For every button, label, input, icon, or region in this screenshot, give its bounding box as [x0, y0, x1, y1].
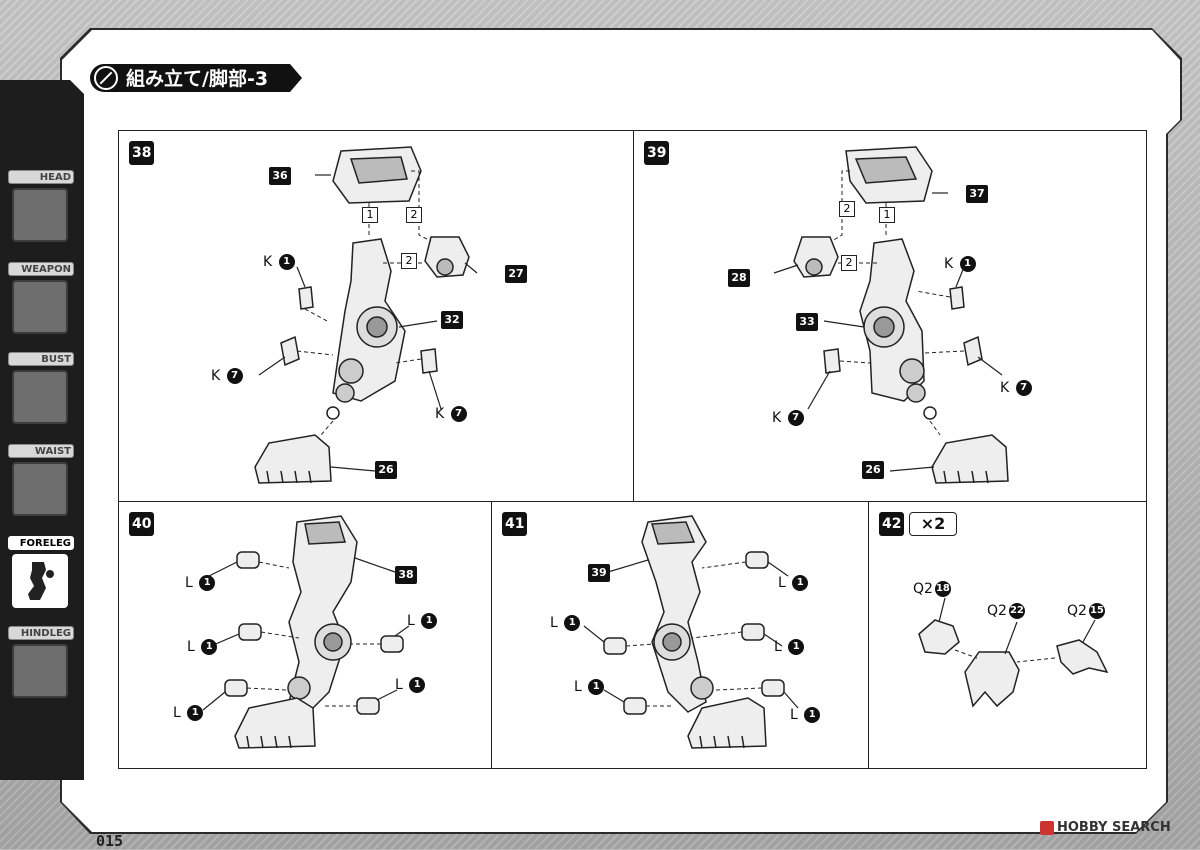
step-41-drawing: [583, 515, 799, 749]
runner-label: K 1: [263, 253, 295, 271]
tab-bust-label: BUST: [8, 352, 74, 366]
watermark-text: HOBBY SEARCH: [1057, 820, 1171, 835]
tab-head-label: HEAD: [8, 170, 74, 184]
part-number: 33: [796, 313, 818, 331]
part-number: 38: [395, 566, 417, 584]
head-icon: [12, 188, 68, 242]
runner-label: L 1: [187, 638, 218, 656]
tab-head[interactable]: HEAD: [8, 170, 76, 256]
step-39-drawing: [773, 146, 1009, 484]
runner-label: L 1: [185, 574, 216, 592]
step-40-drawing: [202, 515, 410, 749]
part-number: 26: [862, 461, 884, 479]
page-number: 015: [96, 832, 124, 850]
step-40-panel: 40: [118, 501, 492, 769]
part-number: 37: [966, 185, 988, 203]
tab-bust[interactable]: BUST: [8, 352, 76, 438]
runner-label: K 1: [944, 255, 976, 273]
part-number: 32: [441, 311, 463, 329]
step-number: 42: [879, 512, 905, 536]
runner-label: K 7: [211, 367, 243, 385]
tab-hindleg-label: HINDLEG: [8, 626, 74, 640]
runner-label: K 7: [1000, 379, 1032, 397]
step-number: 38: [129, 141, 155, 165]
runner-label: L 1: [778, 574, 809, 592]
runner-label: L 1: [790, 706, 821, 724]
part-number: 36: [269, 167, 291, 185]
order-marker: 1: [362, 207, 378, 223]
runner-label: L 1: [574, 678, 605, 696]
tab-waist[interactable]: WAIST: [8, 444, 76, 530]
foreleg-icon: [12, 554, 68, 608]
title-bar: [90, 64, 302, 92]
hindleg-icon: [12, 644, 68, 698]
runner-label: K 7: [772, 409, 804, 427]
bust-icon: [12, 370, 68, 424]
order-marker: 1: [879, 207, 895, 223]
page-title: 組み立て/脚部-3: [126, 68, 269, 90]
runner-label: L 1: [407, 612, 438, 630]
order-marker: 2: [839, 201, 855, 217]
order-marker: 2: [401, 253, 417, 269]
step-number: 40: [129, 512, 155, 536]
runner-label: L 1: [173, 704, 204, 722]
part-number: 27: [505, 265, 527, 283]
waist-icon: [12, 462, 68, 516]
part-number: 39: [588, 564, 610, 582]
step-38-panel: 38: [118, 130, 634, 502]
step-38-drawing: [254, 146, 478, 484]
multiplier-badge: ×2: [909, 512, 957, 536]
part-number: 26: [375, 461, 397, 479]
tab-weapon-label: WEAPON: [8, 262, 74, 276]
order-marker: 2: [841, 255, 857, 271]
step-number: 39: [644, 141, 670, 165]
runner-label: L 1: [774, 638, 805, 656]
hobby-search-logo-icon: [1040, 820, 1054, 835]
step-number: 41: [502, 512, 528, 536]
runner-label: L 1: [550, 614, 581, 632]
tab-foreleg-label: FORELEG: [8, 536, 74, 550]
part-number: 28: [728, 269, 750, 287]
step-42-drawing: [918, 597, 1109, 708]
tab-foreleg[interactable]: FORELEG: [8, 536, 76, 622]
tab-waist-label: WAIST: [8, 444, 74, 458]
wrench-icon: [94, 66, 118, 90]
runner-label: L 1: [395, 676, 426, 694]
order-marker: 2: [406, 207, 422, 223]
tab-hindleg[interactable]: HINDLEG: [8, 626, 76, 712]
step-39-panel: 39: [633, 130, 1147, 502]
step-41-panel: 41: [491, 501, 869, 769]
tab-weapon[interactable]: WEAPON: [8, 262, 76, 348]
watermark: HOBBY SEARCH: [1040, 820, 1171, 842]
runner-label: K 7: [435, 405, 467, 423]
weapon-icon: [12, 280, 68, 334]
